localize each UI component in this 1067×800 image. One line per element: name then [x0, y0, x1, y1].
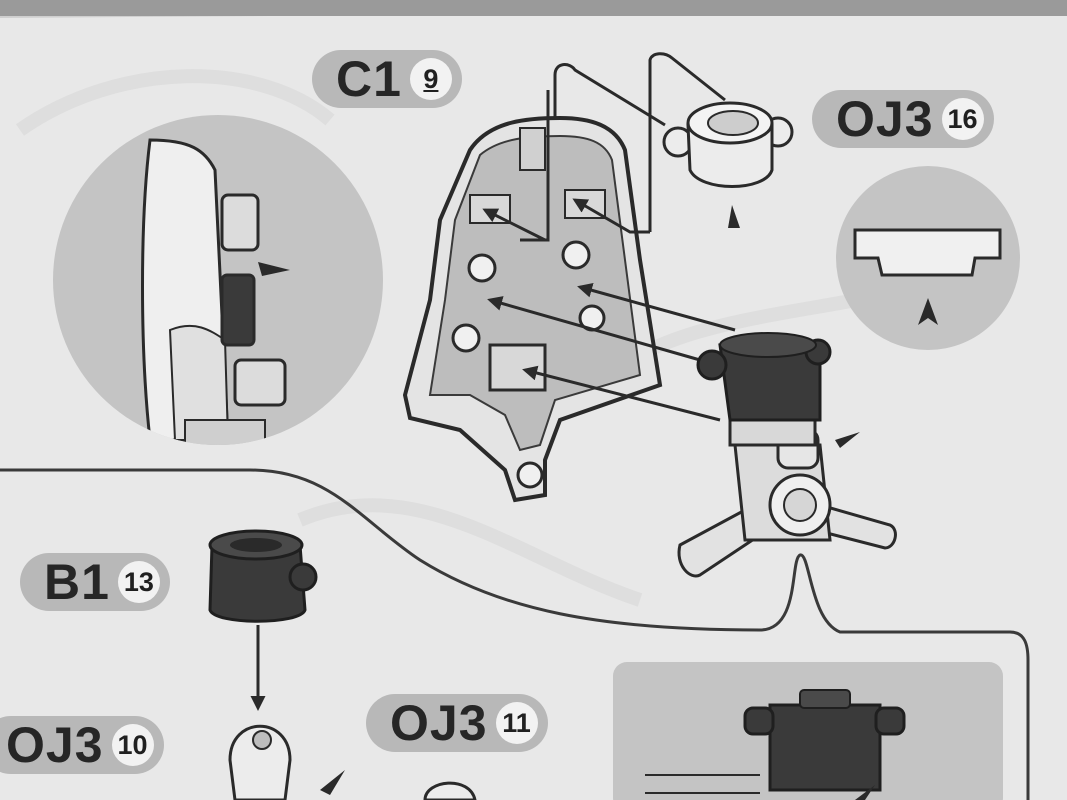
part-code: OJ3 [6, 717, 104, 773]
part-quantity-badge: 10 [111, 724, 154, 766]
insertion-arrows [482, 208, 736, 422]
detail-box-bottom-right [613, 662, 1003, 800]
guide-line-oj3 [648, 52, 726, 232]
part-quantity-badge: 11 [495, 702, 538, 744]
b1-dark-part [208, 529, 318, 711]
detail-circle-right [836, 166, 1020, 350]
oj3-ring-part [662, 101, 794, 228]
oj3-joint-part [228, 724, 345, 800]
part-label-b1: B1 13 [20, 553, 170, 611]
check-mark-icon [728, 205, 740, 228]
section-divider [0, 468, 1030, 800]
check-mark-icon [918, 298, 938, 325]
part-code: OJ3 [390, 695, 488, 751]
check-mark-icon [258, 262, 290, 276]
joint-assembly-part [677, 332, 897, 578]
check-mark-icon [855, 785, 875, 800]
part-label-oj3-left: OJ3 10 [0, 716, 164, 774]
part-quantity-badge: 13 [117, 561, 160, 603]
check-mark-icon [835, 432, 860, 448]
part-quantity-badge: 9 [409, 58, 452, 100]
guide-line [553, 63, 666, 127]
top-shadow [0, 0, 1067, 16]
part-label-oj3-top: OJ3 16 [812, 90, 994, 148]
part-quantity-badge: 16 [941, 98, 984, 140]
part-code: B1 [44, 554, 110, 610]
part-code: C1 [336, 51, 402, 107]
part-code: OJ3 [836, 91, 934, 147]
part-label-oj3-mid: OJ3 11 [366, 694, 548, 752]
oj3-partial-part [423, 781, 477, 800]
part-label-c1: C1 9 [312, 50, 462, 108]
check-mark-icon [320, 770, 345, 795]
detail-circle-left [53, 115, 383, 445]
